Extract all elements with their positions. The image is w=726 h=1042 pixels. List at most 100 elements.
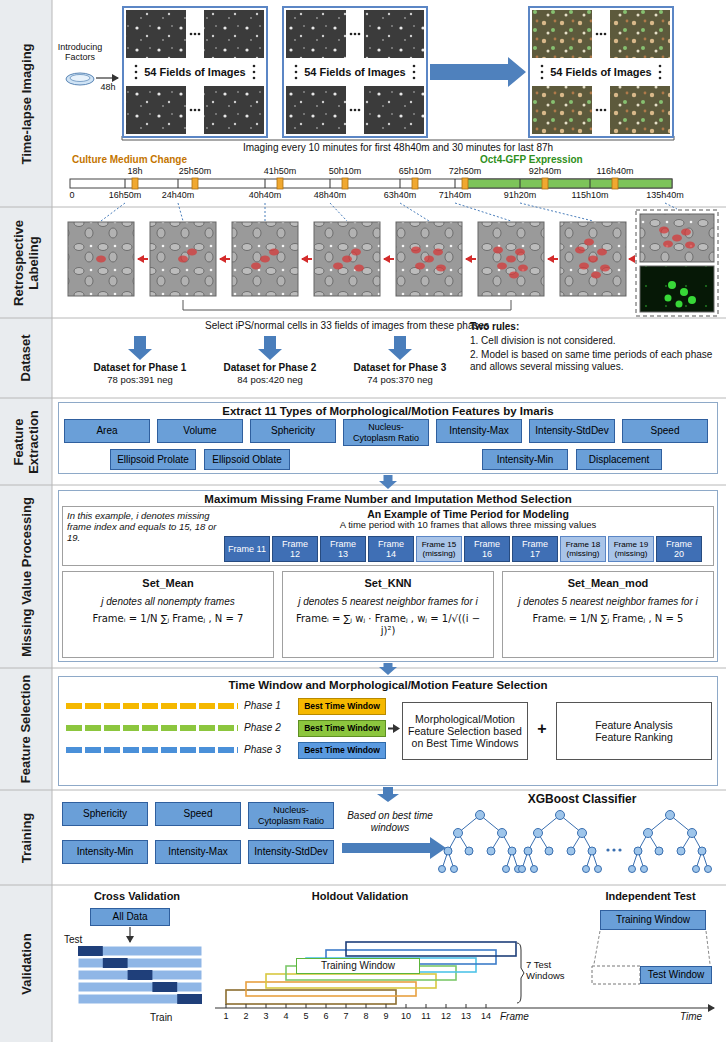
dot <box>604 33 607 36</box>
gfp-cell <box>680 288 688 296</box>
dot <box>413 65 416 68</box>
cell-mark <box>575 247 585 254</box>
gfp-cell <box>668 281 676 289</box>
node-text: Displacement <box>589 454 650 466</box>
section-panel: Time Window and Morphological/Motion Fea… <box>58 676 718 786</box>
method-box: Set_Meanj denotes all nonempty framesFra… <box>62 571 274 658</box>
cell-mark <box>588 256 598 263</box>
feature-box: Displacement <box>576 449 662 470</box>
window-box: Training Window <box>296 958 420 974</box>
node-text: Ellipsoid Oblate <box>212 454 281 466</box>
node-text: j denotes 5 nearest neighbor frames for … <box>298 596 478 608</box>
image-panel: 54 Fields of Images <box>122 6 268 138</box>
section-band <box>0 0 52 1042</box>
backtrack-arrow <box>384 258 394 260</box>
node-text: Nucleus-Cytoplasm Ratio <box>347 422 425 443</box>
dot <box>541 77 544 80</box>
time-label: 135h40m <box>643 190 687 200</box>
medium-mark <box>462 178 468 189</box>
frame-box: Frame 12 <box>272 536 318 562</box>
dot <box>253 65 256 68</box>
tick-label: 12 <box>438 1011 454 1021</box>
text-label: 74 pos:370 neg <box>340 375 460 386</box>
cell-mark <box>509 272 519 279</box>
text-label: Cross Validation <box>62 890 212 903</box>
time-label: 65h10m <box>393 166 437 176</box>
window-brace <box>517 943 524 1003</box>
cell-mark <box>497 263 507 270</box>
arrow-line <box>129 927 130 942</box>
micrograph <box>532 10 592 58</box>
method-box: Set_KNNj denotes 5 nearest neighbor fram… <box>282 571 494 658</box>
text-label: XGBoost Classifier <box>450 793 714 807</box>
text-label: Dataset for Phase 2 <box>210 362 330 374</box>
dot <box>596 109 599 112</box>
micrograph <box>364 86 424 134</box>
text-label: Introducing Factors <box>54 42 106 63</box>
frame-box: Frame 14 <box>368 536 414 562</box>
section-label: Feature Extraction <box>3 402 49 481</box>
medium-mark <box>342 178 348 189</box>
node-text: Frameᵢ = ∑ⱼ wⱼ · Frameⱼ , wⱼ = 1/√((i − … <box>289 613 487 636</box>
axis-tick <box>226 1004 486 1008</box>
dot <box>354 109 357 112</box>
medium-mark <box>612 178 618 189</box>
fold-row <box>78 970 202 980</box>
node-text: Intensity-StdDev <box>535 425 608 437</box>
time-label: 91h20m <box>498 190 542 200</box>
panel-heading: Extract 11 Types of Morphological/Motion… <box>59 405 717 418</box>
node-text: Best Time Window <box>304 724 380 734</box>
feature-box: Sphericity <box>62 802 148 826</box>
time-label: 115h10m <box>568 190 612 200</box>
time-tick <box>125 179 590 188</box>
dot <box>135 71 138 74</box>
text-label: Two rules: <box>470 321 714 333</box>
node-text: Frame 15 (missing) <box>420 540 458 559</box>
text-label: 84 pos:420 neg <box>210 375 330 386</box>
dot <box>135 65 138 68</box>
dot <box>659 65 662 68</box>
text-label: Phase 1 <box>244 700 294 712</box>
medium-change-marks <box>132 178 618 189</box>
time-label: 50h10m <box>323 166 367 176</box>
node-text: Frame 17 <box>516 539 554 560</box>
node-text: Feature Analysis <box>595 719 673 731</box>
missing-frame-box: Frame 19 (missing) <box>608 536 654 562</box>
frame-box: Frame 17 <box>512 536 558 562</box>
gfp-cell <box>688 296 696 304</box>
section-label: Validation <box>3 889 49 1038</box>
cell-mark <box>493 247 503 254</box>
fold-grid <box>78 946 202 1004</box>
feature-box: Ellipsoid Prolate <box>110 449 196 470</box>
text-label: Culture Medium Change <box>72 154 202 166</box>
tick-label: 4 <box>278 1011 294 1021</box>
text-label: 7 Test Windows <box>526 960 582 982</box>
backtrack-arrow <box>302 258 312 260</box>
dot <box>350 109 353 112</box>
missing-frame-box: Frame 18 (missing) <box>560 536 606 562</box>
node-text: Frame 20 <box>660 539 698 560</box>
dot <box>606 848 609 851</box>
micrograph <box>364 10 424 58</box>
backtrack-arrow <box>466 258 476 260</box>
micrograph <box>610 86 670 134</box>
dot <box>413 71 416 74</box>
down-arrow <box>377 787 399 802</box>
tick-label: 9 <box>378 1011 394 1021</box>
tick-label: 3 <box>258 1011 274 1021</box>
frame-axis <box>215 1007 714 1008</box>
section-label: Dataset <box>3 322 49 394</box>
time-label: 40h40m <box>243 190 287 200</box>
test-fold <box>177 994 202 1004</box>
fold-row <box>78 946 202 956</box>
cell-mark <box>515 249 525 256</box>
time-label: 48h40m <box>308 190 352 200</box>
medium-mark <box>132 178 138 189</box>
cell-mark <box>579 263 589 270</box>
micrograph <box>68 222 134 296</box>
node-text: Nucleus-Cytoplasm Ratio <box>252 805 330 826</box>
tick-label: 6 <box>318 1011 334 1021</box>
micrograph <box>126 86 186 134</box>
cell-mark <box>518 265 528 272</box>
arrow-line <box>96 77 118 78</box>
